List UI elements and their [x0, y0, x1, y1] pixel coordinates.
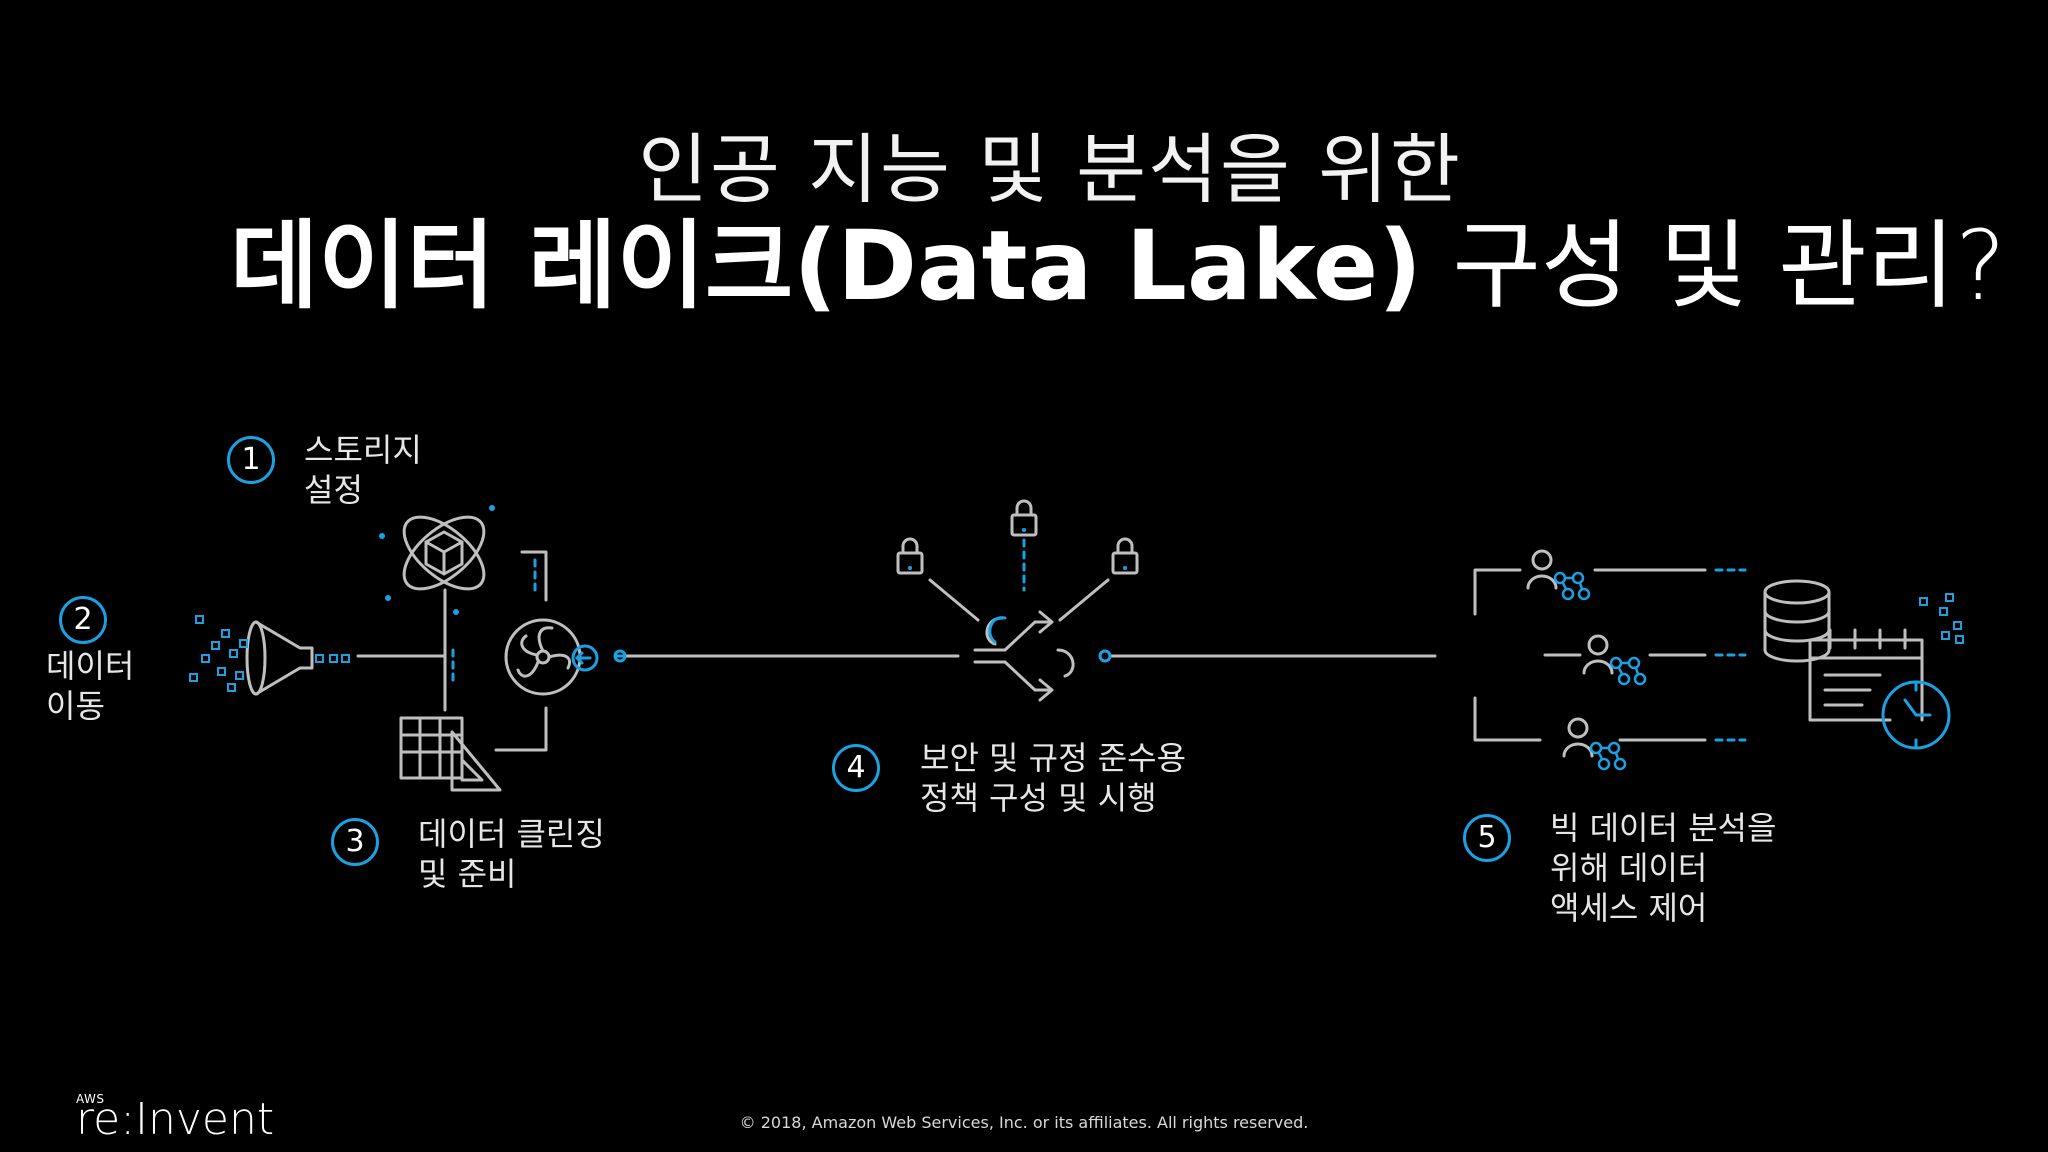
lock-icon-right: [1111, 537, 1139, 575]
page-title-bold: 데이터 레이크(Data Lake): [230, 210, 1422, 322]
network-icon-3: [1589, 741, 1627, 771]
shuffle-icon: [973, 610, 1075, 702]
network-icon-2: [1609, 656, 1647, 686]
fan-icon: [504, 618, 582, 696]
page-title-light: 구성 및 관리?: [1421, 210, 2007, 322]
step-5-number: 5: [1463, 814, 1511, 862]
copyright-text: © 2018, Amazon Web Services, Inc. or its…: [739, 1113, 1309, 1132]
database-icon: [1763, 579, 1831, 663]
lock-line-right: [1058, 578, 1110, 622]
step-2-number: 2: [59, 596, 107, 644]
lock-line-left: [928, 578, 980, 622]
step-3-number: 3: [331, 818, 379, 866]
step-3-label: 데이터 클린징 및 준비: [418, 815, 605, 893]
user-icon-2: [1582, 634, 1614, 675]
step-4-number: 4: [832, 744, 880, 792]
storage-atom-icon: [402, 515, 486, 591]
node-1: [613, 649, 627, 663]
bracket-bottom: [1473, 696, 1542, 742]
page-title: 데이터 레이크(Data Lake) 구성 및 관리?: [230, 188, 2006, 327]
bracket-top: [1473, 568, 1522, 616]
step-4-label: 보안 및 규정 준수용 정책 구성 및 시행: [920, 739, 1187, 817]
step-2-label: 데이터 이동: [46, 647, 135, 725]
network-icon-1: [1553, 571, 1591, 601]
data-particles: [189, 593, 1964, 692]
user-icon-1: [1526, 549, 1558, 590]
step-1-label: 스토리지 설정: [304, 431, 422, 509]
step-5-label: 빅 데이터 분석을 위해 데이터 액세스 제어: [1550, 809, 1777, 927]
user-icon-3: [1562, 717, 1594, 758]
blueprint-icon: [399, 716, 502, 792]
calendar-icon: [1808, 628, 1924, 722]
lock-icon-center: [1010, 499, 1038, 537]
fan-input-icon: [571, 644, 599, 672]
sparkle-dots: [379, 505, 1127, 615]
logo-brand-text: re:Invent: [76, 1094, 275, 1145]
step-1-number: 1: [227, 436, 275, 484]
connector-bracket-lower: [494, 706, 548, 752]
logo-aws-text: AWS: [76, 1092, 105, 1106]
connector-bracket-upper: [520, 550, 548, 602]
page-subtitle: 인공 지능 및 분석을 위한: [638, 125, 1462, 214]
node-2: [1098, 649, 1112, 663]
lock-icon-left: [896, 537, 924, 575]
shuffle-accent-top: [988, 616, 1007, 644]
funnel-icon: [245, 620, 314, 696]
